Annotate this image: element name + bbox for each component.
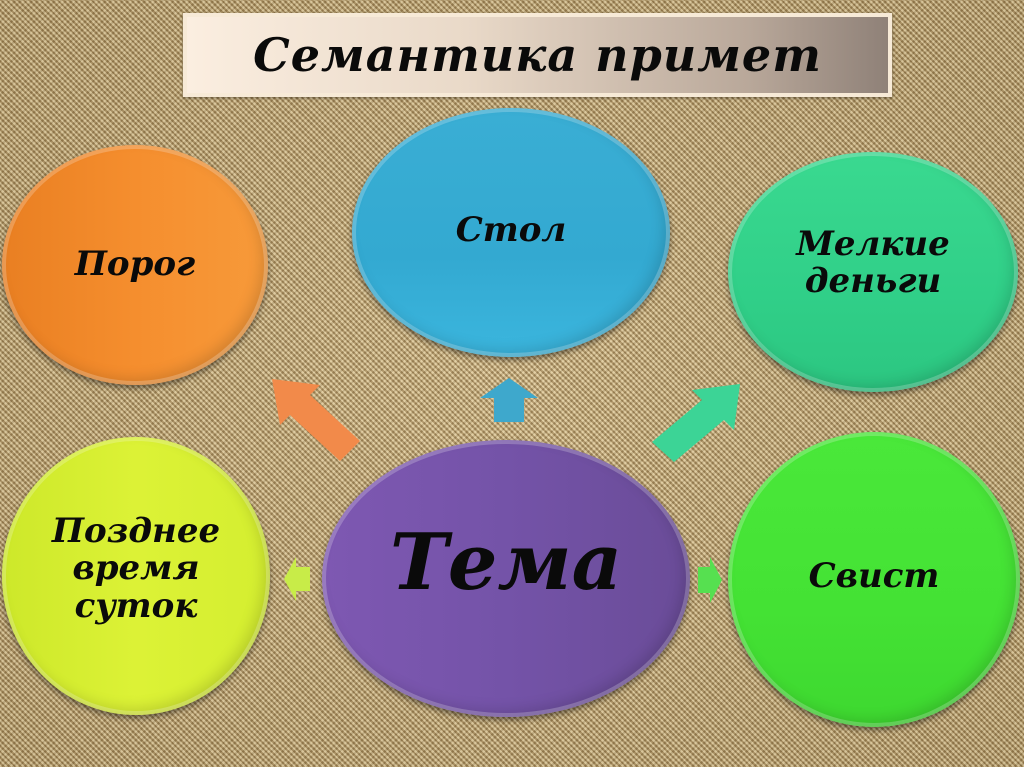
arrow-right-icon — [698, 557, 722, 603]
node-porog: Порог — [2, 145, 268, 385]
title-banner: Семантика примет — [183, 13, 892, 97]
arrow-left-icon — [284, 557, 310, 601]
arrow-up-left-icon — [272, 379, 360, 461]
node-label: Позднее время суток — [51, 511, 221, 626]
node-svist: Свист — [728, 432, 1020, 727]
node-label: Свист — [808, 556, 940, 596]
node-label: Порог — [74, 244, 196, 285]
node-pozdnee-vremya-sutok: Позднее время суток — [2, 437, 270, 715]
arrow-up-icon — [480, 378, 538, 422]
node-label: Мелкие деньги — [796, 224, 950, 302]
node-center-tema: Тема — [322, 440, 690, 717]
node-label: Стол — [455, 210, 567, 250]
node-melkie-dengi: Мелкие деньги — [728, 152, 1018, 392]
slide-title: Семантика примет — [253, 28, 822, 82]
node-stol: Стол — [352, 108, 670, 357]
arrow-up-right-icon — [652, 384, 740, 462]
center-label: Тема — [389, 517, 623, 608]
